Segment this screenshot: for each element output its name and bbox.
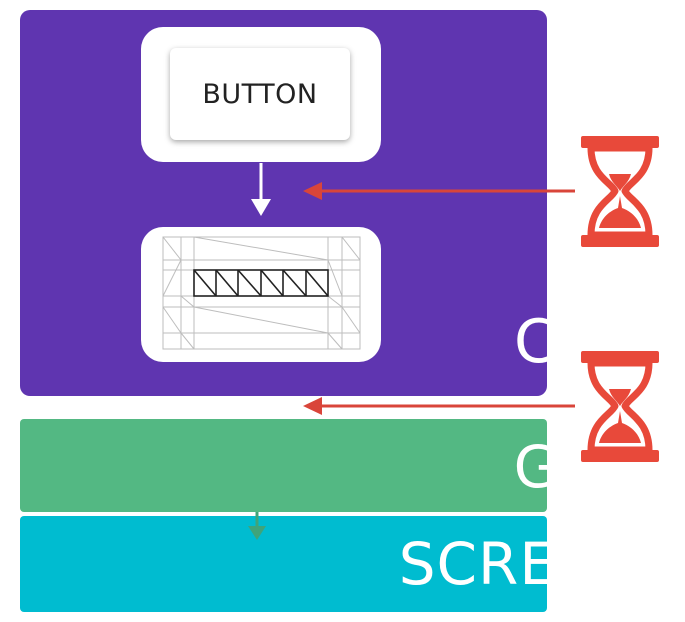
down-arrow-white (251, 163, 271, 216)
hourglass-icon (581, 351, 659, 462)
wait-arrow-bottom (303, 397, 575, 415)
button-widget[interactable]: BUTTON (170, 48, 350, 140)
down-arrow-green (248, 512, 266, 540)
wait-arrow-top (303, 182, 575, 200)
screen-block (20, 516, 547, 612)
hourglass-icon (581, 136, 659, 247)
screen-label: SCREEN (398, 530, 639, 598)
gpu-block (20, 419, 547, 512)
mesh-highlight (193, 269, 329, 297)
